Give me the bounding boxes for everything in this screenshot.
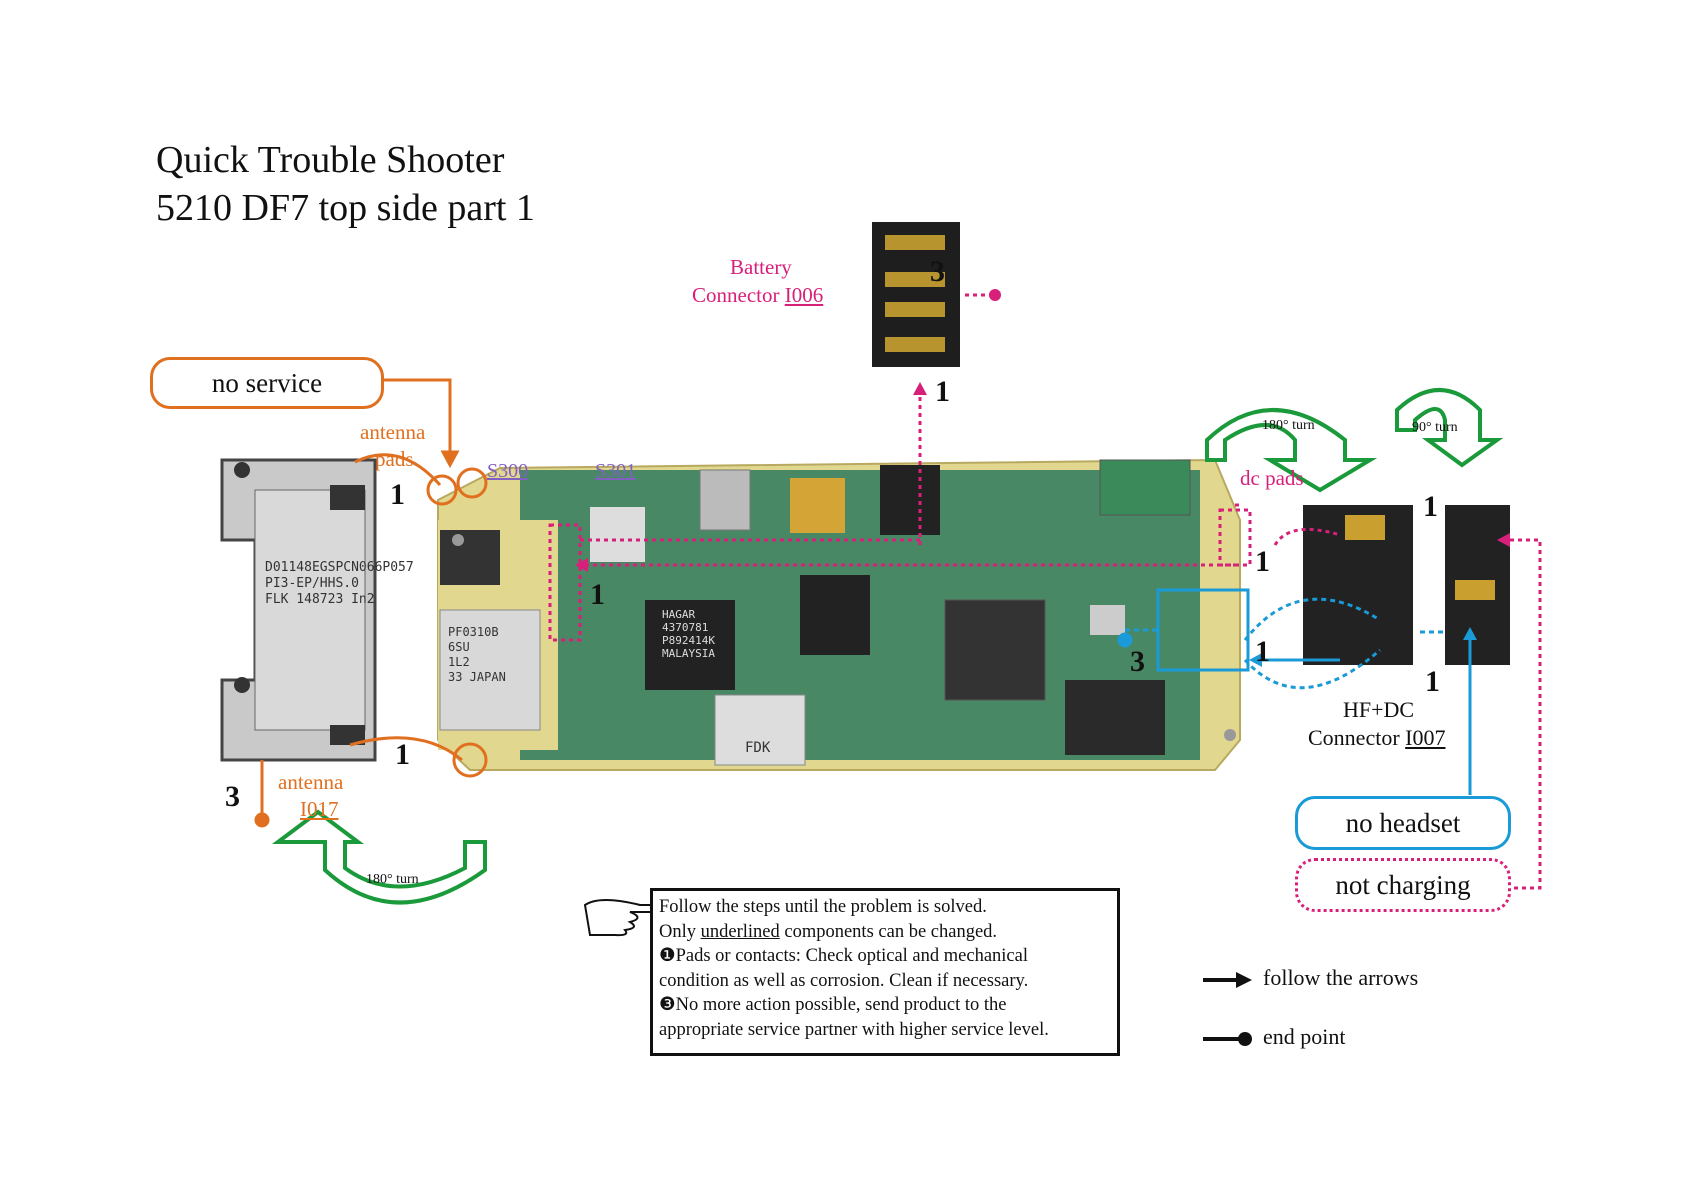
chip-text-line: MALAYSIA <box>662 647 715 660</box>
step-badge-3: 3 <box>225 780 240 813</box>
instructions-box: Follow the steps until the problem is so… <box>650 888 1120 1056</box>
chip-text-line: 4370781 <box>662 621 709 634</box>
no-service-callout: no service <box>150 357 384 409</box>
page-title: Quick Trouble Shooter <box>156 139 505 181</box>
no-service-path <box>254 378 488 828</box>
hf-dc-connector <box>1303 505 1510 665</box>
antenna-pads-label-line1: antenna <box>360 420 426 444</box>
step-badge-1: 1 <box>395 738 410 771</box>
step-badge-1: 1 <box>390 478 405 511</box>
antenna-code: I017 <box>300 797 339 821</box>
turn-label-right-a: 180° turn <box>1262 418 1315 433</box>
hf-connector-code: I007 <box>1405 725 1446 750</box>
antenna-module <box>220 458 377 762</box>
battery-connector <box>872 222 960 367</box>
legend-follow-arrows: follow the arrows <box>1263 965 1419 990</box>
fdk-text: FDK <box>745 740 771 756</box>
step-badge-1: 1 <box>1255 545 1270 578</box>
module-text-line: PI3-EP/HHS.0 <box>265 576 359 591</box>
legend-glyphs <box>1203 972 1252 1046</box>
hf-connector-prefix: Connector <box>1308 725 1406 750</box>
not-charging-callout: not charging <box>1295 858 1511 912</box>
chip-text-line: PF0310B <box>448 625 499 639</box>
battery-label-line1: Battery <box>730 255 792 279</box>
switch-s301-label: S301 <box>595 460 637 482</box>
instruction-line: ❶Pads or contacts: Check optical and mec… <box>659 946 1028 966</box>
turn-arrows <box>272 388 1504 905</box>
battery-label-line2: Connector I006 <box>692 283 823 308</box>
instruction-text: underlined <box>700 921 780 942</box>
step-badge-3: 3 <box>1130 645 1145 678</box>
pointing-hand-icon <box>583 899 658 937</box>
dc-pads-label: dc pads <box>1240 466 1304 490</box>
instruction-line: Only underlined components can be change… <box>659 920 1111 945</box>
chip-text-line: 1L2 <box>448 655 470 669</box>
instruction-text: Only <box>659 921 701 942</box>
antenna-label: antenna <box>278 770 344 794</box>
chip-pf0310b-text: PF0310B 6SU 1L2 33 JAPAN <box>448 625 506 685</box>
chip-text-line: HAGAR <box>662 608 696 621</box>
chip-hagar-text: HAGAR 4370781 P892414K MALAYSIA <box>662 608 715 660</box>
switch-s300-label: S300 <box>487 460 529 482</box>
turn-label-right-b: 90° turn <box>1412 420 1458 435</box>
module-text-line: D01148EGSPCN066P057 <box>265 560 414 575</box>
antenna-pads-label-line2: pads <box>375 447 414 471</box>
step-badge-1: 1 <box>1425 665 1440 698</box>
module-text-line: FLK 148723 In2 <box>265 592 375 607</box>
turn-label-left: 180° turn <box>366 872 419 887</box>
not-charging-path <box>548 293 1542 890</box>
pcb-board <box>437 458 1241 771</box>
hf-connector-label-line1: HF+DC <box>1343 697 1415 722</box>
hf-connector-label-line2: Connector I007 <box>1308 725 1445 751</box>
module-text: D01148EGSPCN066P057 PI3-EP/HHS.0 FLK 148… <box>265 560 414 608</box>
chip-text-line: P892414K <box>662 634 715 647</box>
battery-connector-code: I006 <box>784 283 824 307</box>
step-badge-1: 1 <box>935 375 950 408</box>
instruction-line: ❸No more action possible, send product t… <box>659 995 1007 1015</box>
instruction-line: Follow the steps until the problem is so… <box>659 897 987 917</box>
instruction-line: condition as well as corrosion. Clean if… <box>659 970 1029 991</box>
legend-end-point: end point <box>1263 1024 1346 1049</box>
chip-text-line: 33 JAPAN <box>448 670 506 684</box>
step-badge-1: 1 <box>1423 490 1438 523</box>
page-subtitle: 5210 DF7 top side part 1 <box>156 187 535 229</box>
instruction-text: components can be changed. <box>779 921 998 942</box>
battery-connector-prefix: Connector <box>692 283 785 307</box>
step-badge-1: 1 <box>590 578 605 611</box>
step-badge-3: 3 <box>930 255 945 288</box>
step-badge-1: 1 <box>1255 635 1270 668</box>
no-headset-callout: no headset <box>1295 796 1511 850</box>
no-headset-path <box>1117 588 1472 795</box>
instruction-line: appropriate service partner with higher … <box>659 1019 1049 1040</box>
chip-text-line: 6SU <box>448 640 470 654</box>
